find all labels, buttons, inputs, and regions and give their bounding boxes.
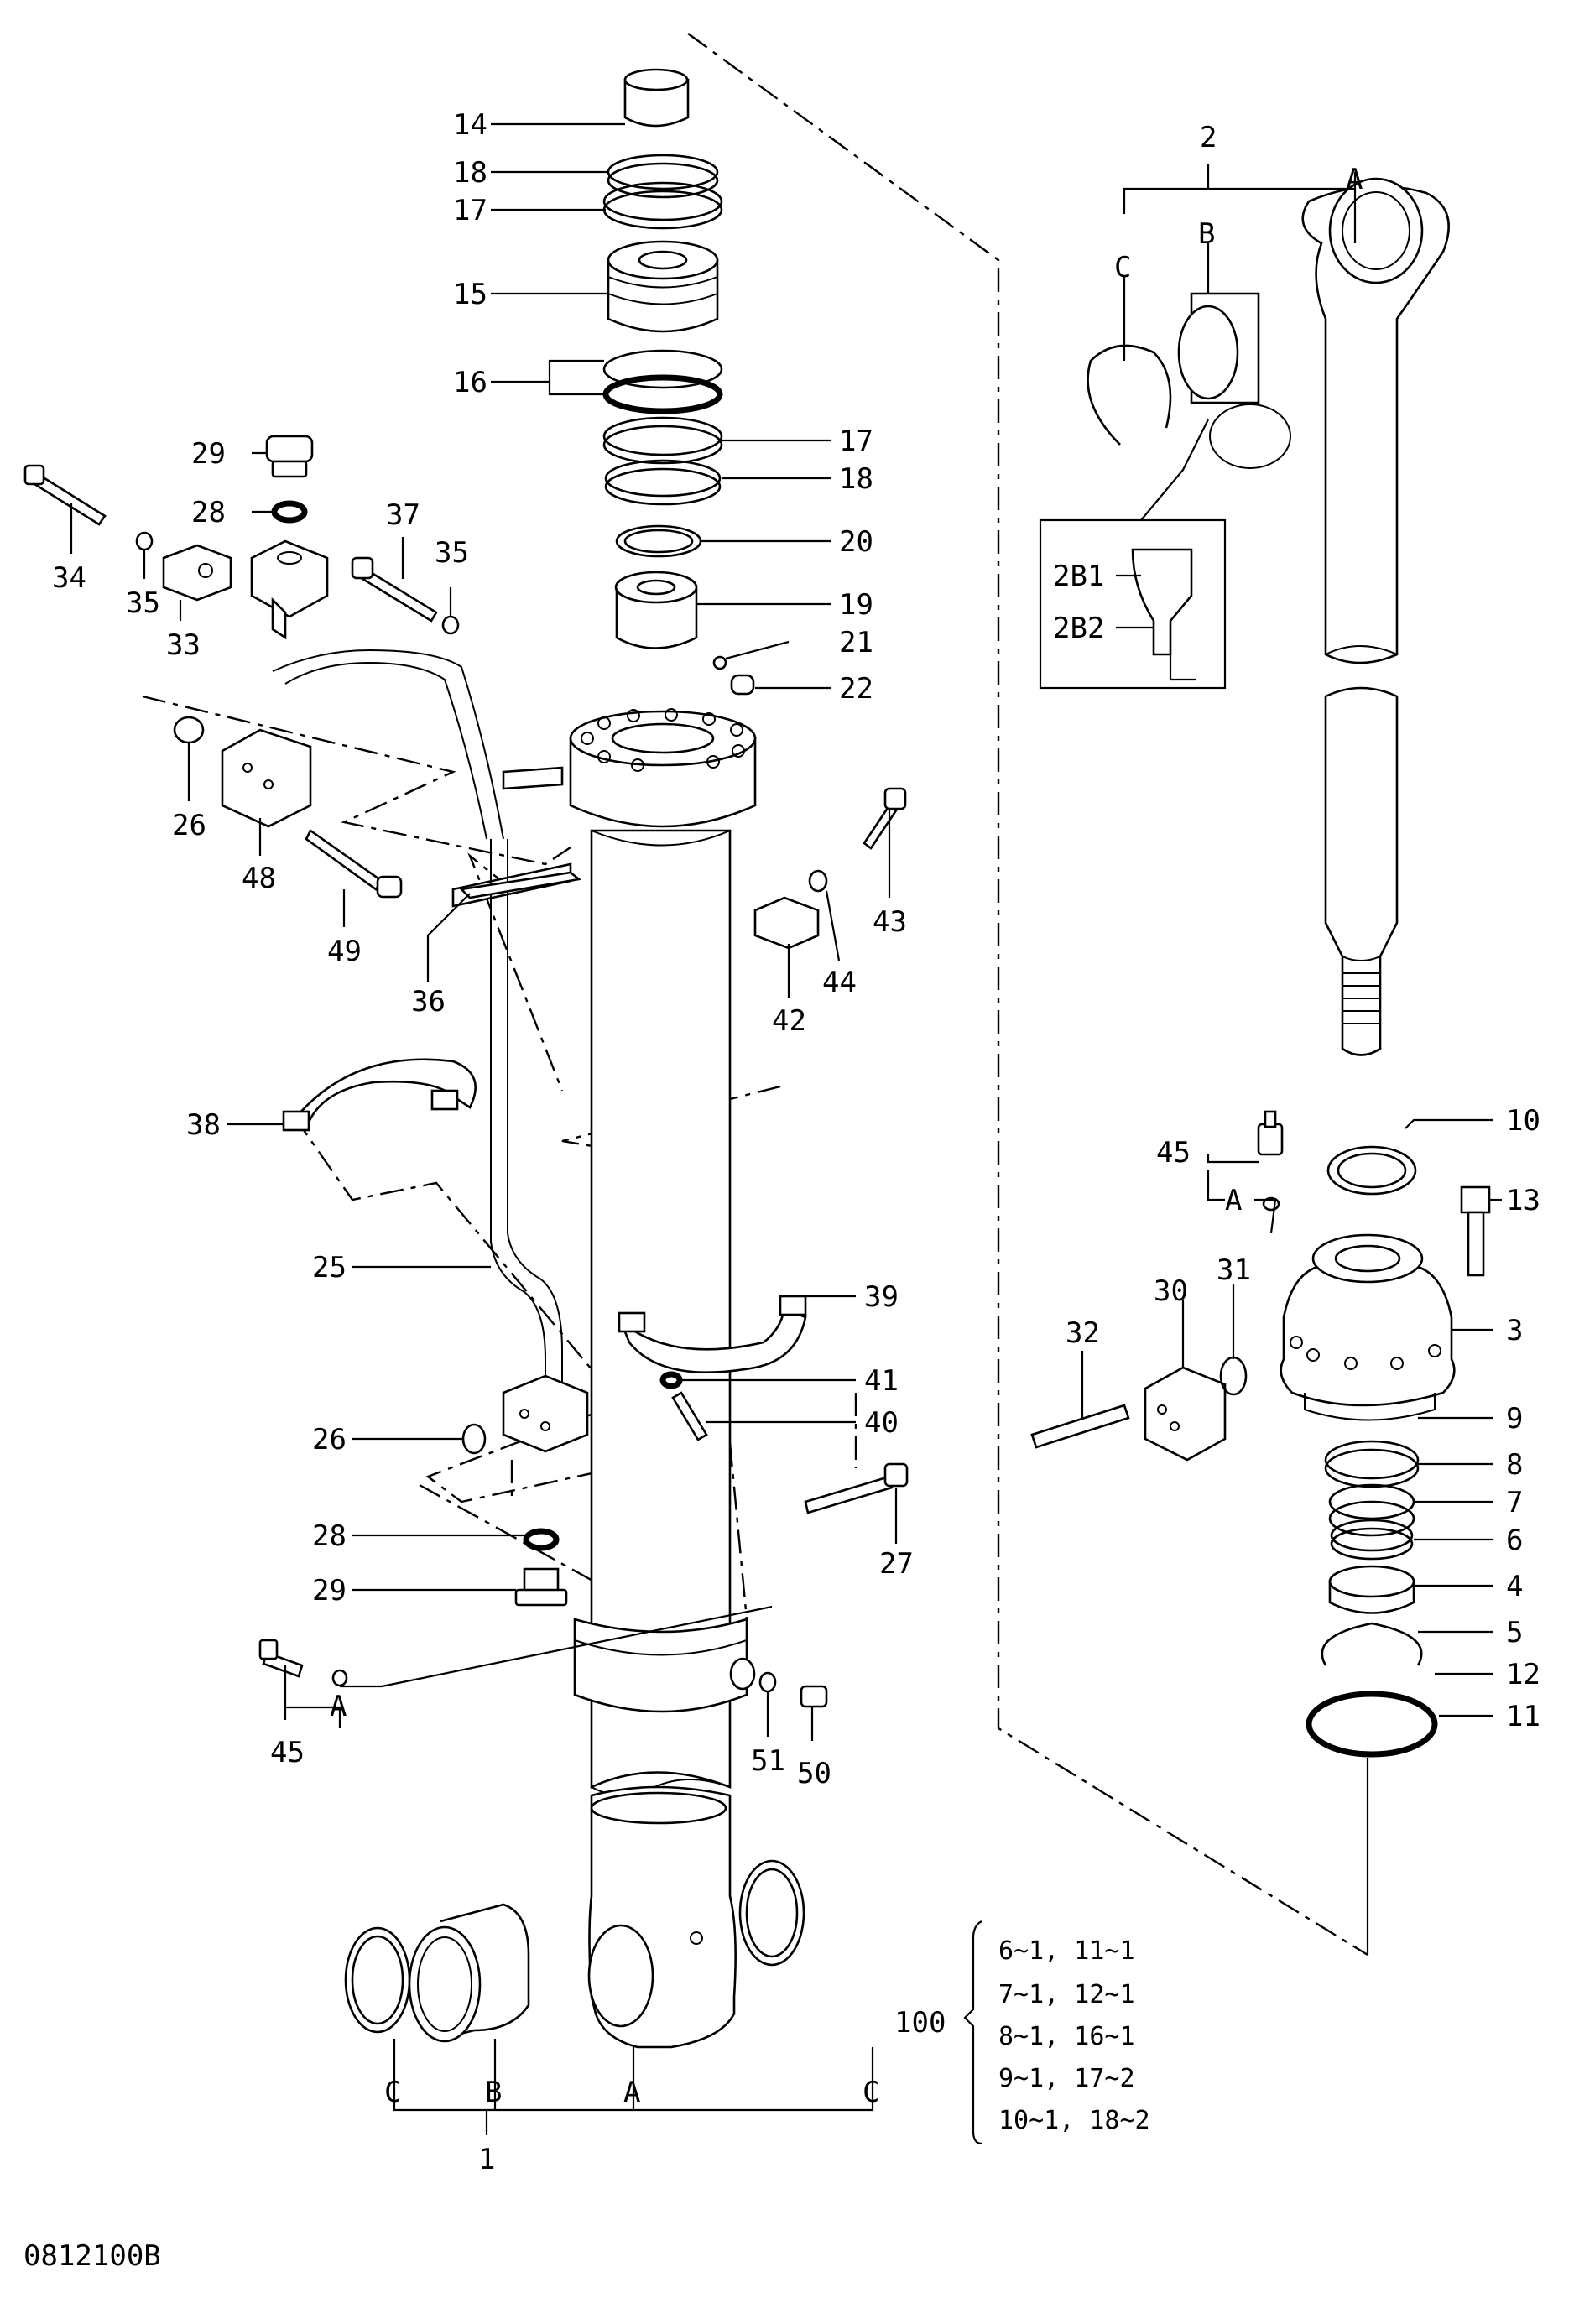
- label-26a: 26: [172, 809, 206, 842]
- assembly-dash-lines: [142, 33, 1368, 1957]
- label-28b: 28: [312, 1519, 347, 1553]
- hydraulic-lines: [23, 435, 909, 1708]
- label-35a: 35: [435, 536, 469, 570]
- label-41: 41: [864, 1364, 899, 1398]
- kit-line-3: 8~1, 16~1: [998, 2022, 1135, 2051]
- label-8: 8: [1506, 1448, 1523, 1482]
- label-9: 9: [1506, 1402, 1523, 1436]
- label-19: 19: [839, 588, 873, 622]
- label-37: 37: [386, 498, 420, 532]
- sub-part-letters: A B C A A C B A C: [330, 163, 1363, 2109]
- letter-bot-C1: C: [384, 2076, 401, 2109]
- kit-line-2: 7~1, 12~1: [998, 1980, 1135, 2009]
- label-25: 25: [312, 1251, 347, 1284]
- label-17b: 17: [839, 425, 873, 458]
- label-6: 6: [1506, 1524, 1523, 1557]
- label-10: 10: [1506, 1104, 1540, 1138]
- label-49: 49: [327, 935, 362, 968]
- label-44: 44: [822, 966, 857, 999]
- label-2B2: 2B2: [1053, 612, 1104, 645]
- label-43: 43: [873, 905, 907, 939]
- part-number-labels: 14 18 17 15 16 17 18 20 19 21 22 29 28 3…: [52, 108, 1540, 2176]
- label-39: 39: [864, 1280, 899, 1314]
- clevis-bushings: [344, 1859, 805, 2043]
- piston-stack: [602, 68, 755, 696]
- label-14: 14: [453, 108, 487, 142]
- label-38: 38: [186, 1108, 221, 1142]
- letter-bot-B: B: [485, 2076, 502, 2109]
- label-35b: 35: [126, 586, 160, 620]
- label-16: 16: [453, 366, 487, 399]
- label-36: 36: [411, 985, 446, 1019]
- label-26b: 26: [312, 1423, 347, 1456]
- label-12: 12: [1506, 1658, 1540, 1691]
- letter-fit-A1: A: [1225, 1184, 1242, 1217]
- letter-fit-A2: A: [330, 1690, 347, 1723]
- kit-line-1: 6~1, 11~1: [998, 1936, 1135, 1966]
- letter-top-B: B: [1198, 217, 1215, 251]
- label-21: 21: [839, 626, 873, 659]
- label-40: 40: [864, 1406, 899, 1440]
- label-45b: 45: [270, 1736, 305, 1769]
- label-18b: 18: [839, 462, 873, 496]
- leader-lines: [70, 122, 1502, 2145]
- label-29b: 29: [312, 1574, 347, 1608]
- label-50: 50: [797, 1757, 831, 1790]
- label-11: 11: [1506, 1700, 1540, 1733]
- label-1: 1: [478, 2143, 495, 2176]
- cylinder-head: [1030, 1110, 1491, 1955]
- letter-top-C: C: [1114, 251, 1131, 284]
- label-13: 13: [1506, 1184, 1540, 1217]
- label-17a: 17: [453, 194, 487, 227]
- kit-line-4: 9~1, 17~2: [998, 2064, 1135, 2093]
- label-45a: 45: [1156, 1136, 1191, 1170]
- piston-rod: [1301, 177, 1450, 1056]
- kit-line-5: 10~1, 18~2: [998, 2106, 1150, 2135]
- label-51: 51: [751, 1744, 785, 1778]
- label-15: 15: [453, 278, 487, 311]
- label-48: 48: [242, 862, 276, 895]
- drawing-id: 0812100B: [23, 2239, 161, 2273]
- label-27: 27: [879, 1547, 914, 1581]
- rod-eye-bushing: [1087, 292, 1291, 469]
- kit-number: 100: [894, 2006, 946, 2040]
- label-33: 33: [166, 628, 201, 662]
- label-22: 22: [839, 672, 873, 706]
- letter-bot-A: A: [623, 2076, 640, 2109]
- label-3: 3: [1506, 1314, 1523, 1347]
- cylinder-tube: [451, 708, 757, 2049]
- label-4: 4: [1506, 1570, 1523, 1603]
- label-32: 32: [1066, 1316, 1100, 1350]
- seal-kit-group: 100 6~1, 11~1 7~1, 12~1 8~1, 16~1 9~1, 1…: [894, 1936, 1150, 2135]
- letter-bot-C2: C: [863, 2076, 879, 2109]
- label-7: 7: [1506, 1486, 1523, 1519]
- label-2: 2: [1200, 121, 1217, 154]
- seal-detail-box: [1039, 419, 1227, 690]
- label-28a: 28: [191, 496, 226, 529]
- label-20: 20: [839, 525, 873, 559]
- label-34: 34: [52, 561, 86, 595]
- label-2B1: 2B1: [1053, 560, 1104, 593]
- label-30: 30: [1154, 1274, 1188, 1308]
- label-42: 42: [772, 1004, 806, 1038]
- label-29a: 29: [191, 437, 226, 471]
- label-31: 31: [1217, 1253, 1251, 1287]
- label-18a: 18: [453, 156, 487, 190]
- letter-top-A: A: [1346, 163, 1363, 196]
- label-5: 5: [1506, 1616, 1523, 1649]
